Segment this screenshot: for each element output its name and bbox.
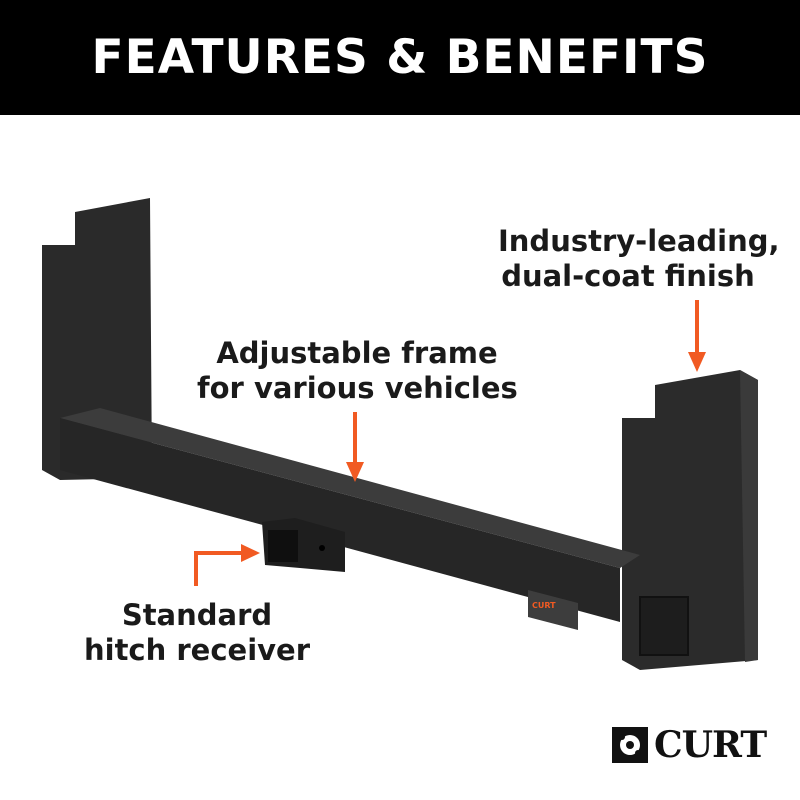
callout-line: dual-coat finish — [501, 259, 755, 293]
callout-frame: Adjustable frame for various vehicles — [197, 336, 518, 406]
callout-line: hitch receiver — [83, 633, 311, 667]
svg-text:CURT: CURT — [532, 601, 556, 610]
left-mounting-plate — [42, 198, 152, 480]
brand-name: CURT — [654, 724, 767, 766]
frame-bar-top — [60, 408, 640, 568]
callout-receiver: Standard hitch receiver — [77, 598, 317, 668]
callout-line: Adjustable frame — [216, 336, 498, 370]
callout-finish: Industry-leading, dual-coat finish — [498, 224, 780, 294]
arrow-receiver — [194, 544, 260, 586]
curt-emblem-icon — [612, 727, 648, 763]
arrow-finish — [688, 300, 706, 372]
callout-line: Standard — [121, 598, 273, 632]
tube-end-cap — [639, 596, 689, 656]
header-banner: FEATURES & BENEFITS — [0, 0, 800, 115]
right-mounting-plate — [622, 370, 758, 670]
curt-logo: CURT — [612, 724, 767, 766]
page-title: FEATURES & BENEFITS — [91, 30, 709, 85]
brand-sticker — [528, 590, 578, 630]
arrow-frame — [346, 412, 364, 482]
callout-line: Industry-leading, — [498, 224, 780, 258]
callout-line: for various vehicles — [197, 371, 518, 405]
frame-bar — [60, 418, 620, 622]
